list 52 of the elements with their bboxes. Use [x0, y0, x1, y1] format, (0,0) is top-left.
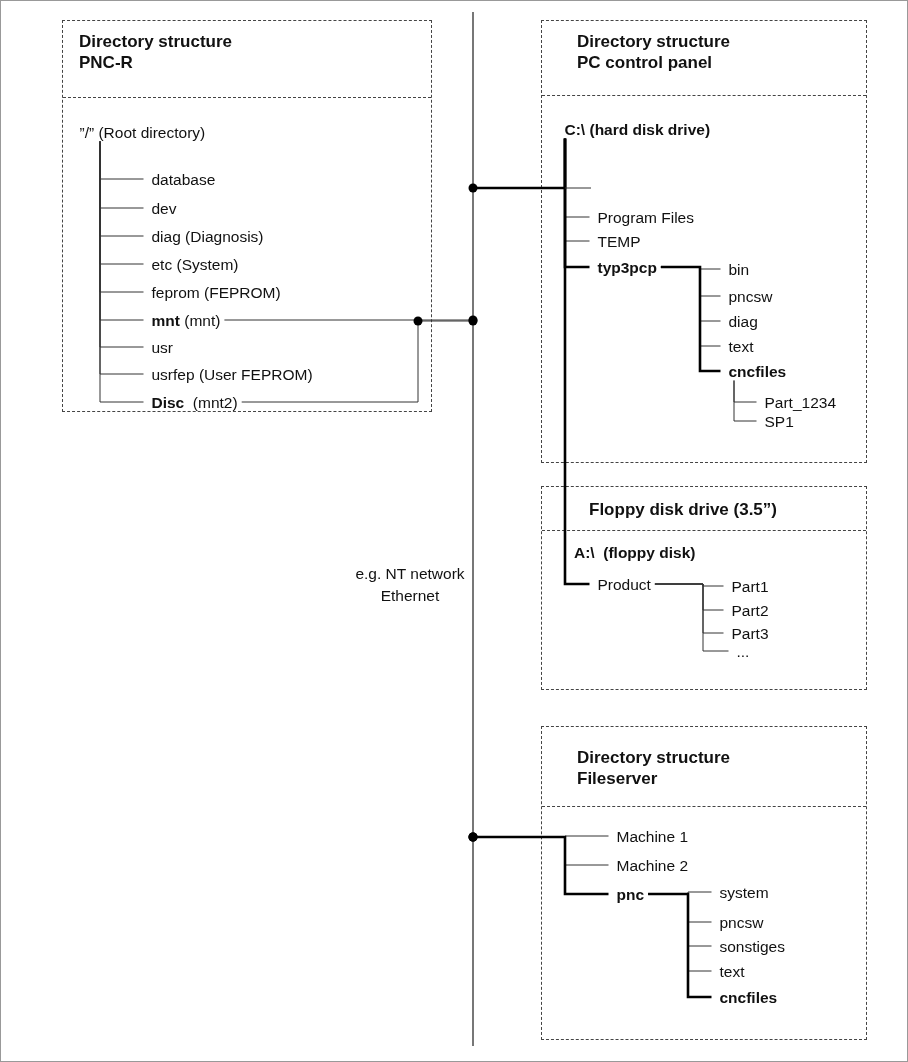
- directory-name: TEMP: [597, 231, 641, 251]
- directory-name: diag (Diagnosis): [151, 226, 264, 246]
- network-label: e.g. NT network Ethernet: [354, 564, 466, 606]
- tree-line: [563, 138, 590, 586]
- tree-line: [733, 380, 757, 422]
- directory-name: usr: [151, 337, 174, 357]
- directory-name: text: [719, 961, 745, 981]
- directory-name: pnc: [616, 884, 645, 904]
- directory-name: Part2: [731, 600, 769, 620]
- directory-name: system: [719, 882, 769, 902]
- directory-name: bin: [728, 259, 750, 279]
- panel-heading: Directory structure PC control panel: [577, 31, 732, 73]
- directory-name: pncsw: [728, 286, 773, 306]
- directory-panel: [62, 20, 432, 412]
- directory-name: typ3pcp: [597, 257, 657, 277]
- directory-name: mnt (mnt): [151, 310, 221, 330]
- directory-name: Part1: [731, 576, 769, 596]
- directory-panel: [541, 486, 867, 690]
- tree-line: [468, 832, 609, 896]
- tree-line: [241, 316, 478, 403]
- directory-name: C:\ (hard disk drive): [564, 119, 711, 139]
- directory-panel: [541, 20, 867, 463]
- directory-name: pncsw: [719, 912, 764, 932]
- directory-name: cncfiles: [728, 361, 787, 381]
- panel-heading: Directory structure PNC-R: [79, 31, 234, 73]
- network-line: [472, 12, 474, 1046]
- directory-name: etc (System): [151, 254, 239, 274]
- directory-name: usrfep (User FEPROM): [151, 364, 313, 384]
- tree-line: [648, 892, 712, 999]
- directory-panel: [541, 726, 867, 1040]
- directory-name: Part3: [731, 623, 769, 643]
- tree-line: [654, 583, 729, 652]
- panel-heading: Directory structure Fileserver: [577, 747, 732, 789]
- directory-name: diag: [728, 311, 758, 331]
- directory-name: ”/” (Root directory): [79, 122, 206, 142]
- directory-name: database: [151, 169, 216, 189]
- directory-name: Machine 1: [616, 826, 688, 846]
- tree-line: [660, 265, 721, 373]
- drive-label: A:\ (floppy disk): [574, 543, 696, 562]
- directory-name: Program Files: [597, 207, 694, 227]
- panel-heading: Floppy disk drive (3.5”): [589, 499, 778, 520]
- directory-name: text: [728, 336, 754, 356]
- directory-name: sonstiges: [719, 936, 785, 956]
- directory-name: Disc (mnt2): [151, 392, 238, 412]
- directory-name: Machine 2: [616, 855, 688, 875]
- directory-name: feprom (FEPROM): [151, 282, 281, 302]
- directory-name: ...: [736, 641, 750, 661]
- directory-name: Part_1234: [764, 392, 837, 412]
- directory-name: SP1: [764, 411, 794, 431]
- directory-name: cncfiles: [719, 987, 778, 1007]
- directory-name: Product: [597, 574, 651, 594]
- directory-name: dev: [151, 198, 177, 218]
